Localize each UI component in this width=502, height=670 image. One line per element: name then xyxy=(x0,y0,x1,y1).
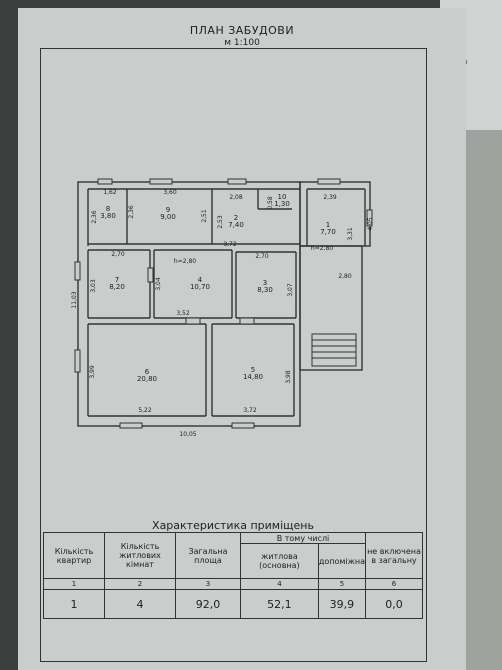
dim-label: 11,03 xyxy=(71,291,78,308)
value-living-area: 52,1 xyxy=(240,589,319,619)
dim-label: 5,22 xyxy=(138,407,152,414)
room-6-area: 20,80 xyxy=(137,375,157,383)
dim-label: 10,05 xyxy=(179,431,196,438)
column-number: 1 xyxy=(43,578,105,590)
dim-label: h=2,80 xyxy=(174,258,196,265)
dim-label: 1,62 xyxy=(103,189,117,196)
porch-wall xyxy=(299,245,363,371)
dim-label: 2,08 xyxy=(229,194,243,201)
header-total-area: Загальна площа xyxy=(175,532,241,579)
dim-label: 3,03 xyxy=(90,279,97,293)
column-number: 4 xyxy=(240,578,319,590)
room-5-number: 5 xyxy=(251,366,255,374)
room-2-number: 2 xyxy=(234,214,238,222)
header-apartments: Кількість квартир xyxy=(43,532,105,579)
room-2-area: 7,40 xyxy=(228,221,244,229)
header-living-area: житлова (основна) xyxy=(240,543,319,579)
table-title: Характеристика приміщень xyxy=(152,519,314,532)
column-number: 3 xyxy=(175,578,241,590)
page-scale: м 1:100 xyxy=(224,38,260,48)
drawing-frame xyxy=(40,48,427,662)
header-including: В тому числі xyxy=(240,532,366,544)
room-5-area: 14,80 xyxy=(243,373,263,381)
dim-label: 2,36 xyxy=(91,210,98,224)
dim-label: 3,72 xyxy=(243,407,257,414)
room-6-number: 6 xyxy=(145,368,150,376)
value-apartments: 1 xyxy=(43,589,105,619)
dim-label: 3,07 xyxy=(287,283,294,297)
room-10-number: 10 xyxy=(278,193,287,201)
dim-label: 3,04 xyxy=(155,277,162,291)
room-8-area: 3,80 xyxy=(100,212,116,220)
room-7-area: 8,20 xyxy=(109,283,125,291)
dim-label: 3,52 xyxy=(176,310,190,317)
dim-label: 2,70 xyxy=(111,251,125,258)
dim-label: 2,80 xyxy=(338,273,352,280)
dim-label: 3,72 xyxy=(223,241,237,248)
column-number: 6 xyxy=(365,578,423,590)
dim-label: 3,99 xyxy=(89,365,96,379)
room-8-number: 8 xyxy=(106,205,110,213)
value-not-included: 0,0 xyxy=(365,589,423,619)
room-3-number: 3 xyxy=(263,279,267,287)
dim-label: 2,53 xyxy=(217,215,224,229)
dim-label: 2,39 xyxy=(323,194,337,201)
dim-label: 3,98 xyxy=(285,370,292,384)
page-title: ПЛАН ЗАБУДОВИ xyxy=(189,24,295,37)
dim-label: 2,51 xyxy=(201,209,208,223)
stairs xyxy=(311,333,357,367)
value-auxiliary-area: 39,9 xyxy=(317,589,367,619)
room-4-area: 10,70 xyxy=(190,283,210,291)
room-4-number: 4 xyxy=(198,276,203,284)
header-not-included: не включена в загальну xyxy=(365,532,423,579)
room-1-area: 7,70 xyxy=(320,228,336,236)
room-9-area: 9,00 xyxy=(160,213,176,221)
dim-label: 0,58 xyxy=(267,196,274,210)
room-10-area: 1,30 xyxy=(274,200,290,208)
column-number: 2 xyxy=(104,578,176,590)
room-3-area: 8,30 xyxy=(257,286,273,294)
dim-label: h=2,80 xyxy=(311,245,333,252)
header-auxiliary-area: допоміжна xyxy=(317,543,367,579)
header-living-rooms: Кількість житлових кімнат xyxy=(104,532,176,579)
rooms-characteristics-table: Кількість квартир Кількість житлових кім… xyxy=(43,532,423,619)
annex-wall xyxy=(299,181,371,247)
dim-label: 4,05 xyxy=(367,217,374,231)
dim-label: 3,60 xyxy=(163,189,177,196)
room-1-number: 1 xyxy=(326,221,330,229)
room-7-number: 7 xyxy=(115,276,119,284)
dim-label: 3,31 xyxy=(347,227,354,241)
value-total-area: 92,0 xyxy=(175,589,241,619)
room-9-number: 9 xyxy=(166,206,170,214)
column-number: 5 xyxy=(317,578,367,590)
dim-label: 2,36 xyxy=(128,205,135,219)
value-living-rooms: 4 xyxy=(104,589,176,619)
dim-label: 2,70 xyxy=(255,253,269,260)
